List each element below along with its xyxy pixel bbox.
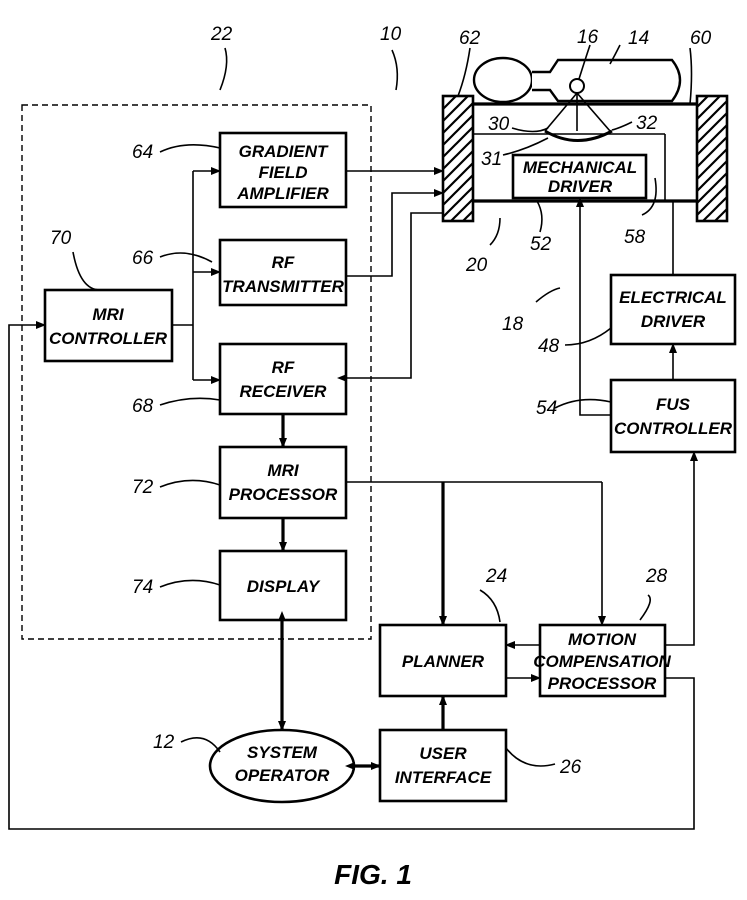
fus-controller-line1: FUS: [656, 395, 691, 414]
mri-controller-line2: CONTROLLER: [49, 329, 168, 348]
mechanical-driver-line2: DRIVER: [548, 177, 613, 196]
ref-70: 70: [50, 228, 72, 249]
ref-72: 72: [132, 477, 154, 498]
ref-30: 30: [488, 114, 510, 135]
motion-comp-line1: MOTION: [568, 630, 637, 649]
rf-transmitter-line1: RF: [272, 253, 295, 272]
motion-compensation-processor-block: MOTION COMPENSATION PROCESSOR: [533, 625, 671, 696]
ref-10: 10: [380, 24, 402, 45]
rf-transmitter-line2: TRANSMITTER: [222, 277, 345, 296]
ref-32: 32: [636, 113, 658, 134]
mechanical-driver-block: MECHANICAL DRIVER: [513, 155, 646, 198]
system-operator-line1: SYSTEM: [247, 743, 318, 762]
motion-comp-line3: PROCESSOR: [548, 674, 657, 693]
planner-block: PLANNER: [380, 625, 506, 696]
mri-controller-block: MRI CONTROLLER: [45, 290, 172, 361]
system-operator-line2: OPERATOR: [235, 766, 330, 785]
fus-controller-line2: CONTROLLER: [614, 419, 733, 438]
ref-52: 52: [530, 234, 552, 255]
mri-controller-line1: MRI: [92, 305, 124, 324]
rf-receiver-block: RF RECEIVER: [220, 344, 346, 414]
planner-line1: PLANNER: [402, 652, 485, 671]
connectors: [9, 171, 694, 829]
system-operator-ellipse: SYSTEM OPERATOR: [210, 730, 354, 802]
gradient-amp-line1: GRADIENT: [239, 142, 329, 161]
mechanical-driver-line1: MECHANICAL: [523, 158, 637, 177]
ref-58: 58: [624, 227, 646, 248]
mri-processor-line2: PROCESSOR: [229, 485, 338, 504]
user-interface-line2: INTERFACE: [395, 768, 492, 787]
fus-controller-block: FUS CONTROLLER: [611, 380, 735, 452]
ref-62: 62: [459, 28, 481, 49]
user-interface-block: USER INTERFACE: [380, 730, 506, 801]
ref-26: 26: [559, 757, 582, 778]
ref-60: 60: [690, 28, 712, 49]
ref-18: 18: [502, 314, 524, 335]
ref-14: 14: [628, 28, 649, 49]
gradient-amp-line2: FIELD: [258, 163, 307, 182]
ref-12: 12: [153, 732, 175, 753]
display-block: DISPLAY: [220, 551, 346, 620]
figure-caption: FIG. 1: [334, 859, 412, 890]
electrical-driver-block: ELECTRICAL DRIVER: [611, 275, 735, 344]
electrical-driver-line2: DRIVER: [641, 312, 706, 331]
ref-54: 54: [536, 398, 557, 419]
user-interface-line1: USER: [419, 744, 467, 763]
ref-20: 20: [465, 255, 488, 276]
mri-processor-line1: MRI: [267, 461, 299, 480]
ref-16: 16: [577, 27, 599, 48]
rf-transmitter-block: RF TRANSMITTER: [220, 240, 346, 305]
ref-48: 48: [538, 336, 560, 357]
mri-processor-block: MRI PROCESSOR: [220, 447, 346, 518]
rf-receiver-line2: RECEIVER: [240, 382, 328, 401]
ref-66: 66: [132, 248, 154, 269]
ref-68: 68: [132, 396, 154, 417]
ref-64: 64: [132, 142, 153, 163]
ref-22: 22: [210, 24, 233, 45]
rf-receiver-line1: RF: [272, 358, 295, 377]
ref-28: 28: [645, 566, 668, 587]
ref-31: 31: [481, 149, 502, 170]
display-line1: DISPLAY: [247, 577, 321, 596]
motion-comp-line2: COMPENSATION: [533, 652, 671, 671]
gradient-amp-line3: AMPLIFIER: [236, 184, 329, 203]
ref-24: 24: [485, 566, 507, 587]
electrical-driver-line1: ELECTRICAL: [619, 288, 727, 307]
ref-74: 74: [132, 577, 153, 598]
gradient-field-amplifier-block: GRADIENT FIELD AMPLIFIER: [220, 133, 346, 207]
